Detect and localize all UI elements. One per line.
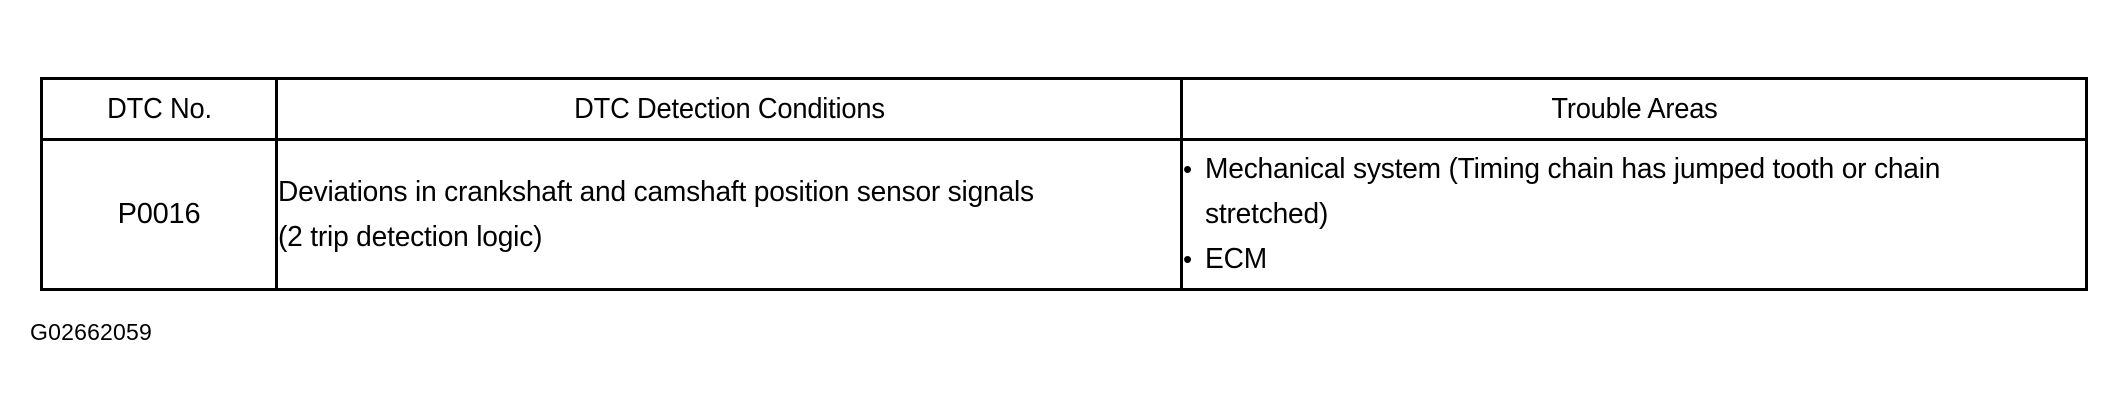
trouble-area-text-continuation: stretched) — [1205, 198, 1329, 230]
list-item: • ECM — [1183, 237, 2085, 282]
column-header-detection-conditions: DTC Detection Conditions — [302, 77, 1156, 141]
detection-conditions-line-2: (2 trip detection logic) — [278, 220, 543, 253]
bullet-icon: • — [1183, 154, 1192, 184]
list-item: • Mechanical system (Timing chain has ju… — [1183, 147, 2085, 237]
cell-detection-conditions: Deviations in crankshaft and camshaft po… — [275, 138, 1183, 291]
bullet-icon: • — [1183, 244, 1192, 274]
cell-dtc-no: P0016 — [40, 138, 278, 291]
table-header-row: DTC No. DTC Detection Conditions Trouble… — [42, 77, 2087, 141]
column-header-dtc-no: DTC No. — [47, 77, 271, 141]
detection-conditions-line-1: Deviations in crankshaft and camshaft po… — [278, 175, 1034, 208]
trouble-area-text: Mechanical system (Timing chain has jump… — [1205, 153, 1941, 185]
dtc-table: DTC No. DTC Detection Conditions Trouble… — [40, 77, 2088, 291]
trouble-area-text: ECM — [1205, 243, 1267, 275]
figure-id-caption: G02662059 — [30, 319, 153, 345]
trouble-areas-list: • Mechanical system (Timing chain has ju… — [1183, 147, 2085, 282]
cell-trouble-areas: • Mechanical system (Timing chain has ju… — [1180, 138, 2088, 291]
table-row: P0016 Deviations in crankshaft and camsh… — [40, 138, 2088, 291]
column-header-trouble-areas: Trouble Areas — [1207, 77, 2061, 141]
